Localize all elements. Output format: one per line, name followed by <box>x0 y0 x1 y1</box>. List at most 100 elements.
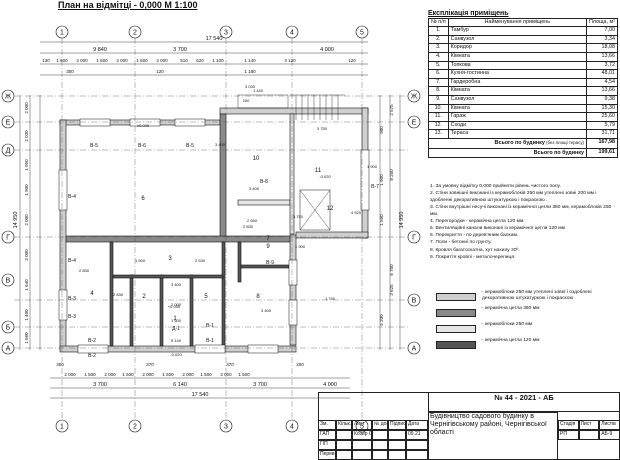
dim-right-row: 5 200 <box>379 314 384 326</box>
room-area: 5,79 <box>585 120 619 131</box>
note-item: 7. Поли - бетонні по грунту. <box>430 240 492 246</box>
axis-left-2: Д <box>6 148 11 155</box>
row-number: 4. <box>428 51 449 62</box>
axis-top-2: 2 <box>133 30 137 37</box>
room-area: 13,66 <box>585 86 619 96</box>
dim-bottom-row2: 1 500 <box>238 372 250 377</box>
dim-left-row: 1 660 <box>24 332 29 344</box>
dim-bottom-row2: 2 000 <box>104 372 116 377</box>
room-number-7: 7 <box>266 236 270 242</box>
dim-top-total: 17 540 <box>206 36 223 42</box>
window-label-2: В-5 <box>186 143 194 149</box>
legend-text: - керамічна цегла 120 мм <box>482 338 540 343</box>
stage-value: АБ-9 <box>599 430 620 440</box>
axis-top-3: 3 <box>224 30 228 37</box>
dim-misc: 1 440 <box>253 88 264 93</box>
dim-bottom-row1: 3 700 <box>93 382 107 388</box>
dim-misc: 3 400 <box>215 142 226 147</box>
total-row: Всього по будинку (без площі терасу)167,… <box>428 137 619 149</box>
axis-right-0-bubble <box>407 89 421 103</box>
window-label-9: В-1 <box>206 338 214 344</box>
stage-header: Лист <box>578 420 600 430</box>
note-item: 2. Стіни зовнішні виконані із керамоблок… <box>430 191 597 203</box>
axis-right-4-bubble <box>407 341 421 355</box>
dim-misc: 2 000 <box>171 302 182 307</box>
axis-bottom-2-bubble <box>128 419 142 433</box>
dim-misc: 3 750 <box>293 214 304 219</box>
title-block-cell <box>336 440 352 450</box>
axis-right-2: Г <box>412 235 416 242</box>
dim-left-row: 2 000 <box>24 102 29 114</box>
dim-bottom-row2: 2 000 <box>142 372 154 377</box>
col-number: № п/п <box>428 17 449 28</box>
window-label-12: В-8 <box>260 179 268 185</box>
axis-right-3: В <box>412 298 417 305</box>
room-number-10: 10 <box>253 156 260 162</box>
axis-left-4-bubble <box>1 273 15 287</box>
dim-top-row1: 4 000 <box>320 47 334 53</box>
dim-misc: 1 900 <box>295 244 306 249</box>
note-item: 3. Стіни внутрішні несучі виконані із ке… <box>430 204 612 217</box>
title-block-cell: Підпис <box>388 420 406 430</box>
total-label: Всього по будинку <box>428 147 587 159</box>
room-area: 9,38 <box>585 94 619 105</box>
dim-top-row2: 510 <box>180 58 188 63</box>
dim-right-row: 1 900 <box>379 174 384 186</box>
title-block-cell <box>336 430 352 440</box>
title-block-cell <box>388 440 406 450</box>
explication-grid: № п/п Найменування приміщень Площа, м² 1… <box>428 17 619 159</box>
axis-left-6: А <box>6 346 11 353</box>
col-name: Найменування приміщень <box>447 17 587 28</box>
room-name: Гардеробна <box>447 77 587 88</box>
dim-top-row2: 2 000 <box>116 58 128 63</box>
legend-swatch <box>436 293 476 301</box>
dim-top-row3: 1 180 <box>244 69 256 74</box>
title-block-cell: Дата <box>406 420 428 430</box>
legend-item: - керамоблоки 250 мм <box>430 322 620 338</box>
title-block-cell: Козир О. <box>352 430 372 440</box>
row-number: 13. <box>428 129 449 139</box>
title-block-cell <box>406 450 428 460</box>
dim-right-row: 8 250 <box>389 169 394 181</box>
axis-left-1: Е <box>6 120 11 127</box>
room-name: Санвузол <box>447 34 587 45</box>
title-block-cell <box>372 450 388 460</box>
title-block-cell: Лист <box>352 420 372 430</box>
dim-bottom-row1: 4 000 <box>323 382 337 388</box>
level-mark: -0.020 <box>319 174 331 179</box>
note-item: 5. Вентиляційні канали виконані із керам… <box>430 225 566 231</box>
window-label-4: В-4 <box>68 258 76 264</box>
room-area: 13,66 <box>585 51 619 62</box>
room-name: Тамбур <box>447 26 587 36</box>
dim-right-row: 1 500 <box>379 214 384 226</box>
dim-top-row2: 1 100 <box>212 58 224 63</box>
axis-left-3-bubble <box>1 230 15 244</box>
dim-top-row3: 300 <box>66 69 74 74</box>
dim-top-row1: 9 840 <box>93 47 107 53</box>
title-block-cell <box>372 440 388 450</box>
general-notes: 1. За умовну відмітку 0,000 прийняти рів… <box>430 184 620 262</box>
room-area: 3,72 <box>585 60 619 71</box>
axis-left-0-bubble <box>1 89 15 103</box>
dim-misc: 5 140 <box>171 338 182 343</box>
axis-bottom-1: 1 <box>60 424 64 431</box>
room-number-6: 6 <box>141 196 145 202</box>
room-area: 25,60 <box>585 112 619 122</box>
dim-top-row2: 1 140 <box>244 58 256 63</box>
dim-misc: 2 830 <box>79 268 90 273</box>
dim-bottom-row3: 200 <box>296 362 304 367</box>
axis-right-4: А <box>412 346 417 353</box>
axis-top-5-bubble <box>355 25 369 39</box>
dim-left-row: 1 900 <box>24 184 29 196</box>
axis-left-0: Ж <box>5 94 12 101</box>
dim-bottom-row3: 300 <box>56 362 64 367</box>
row-number: 12. <box>428 120 449 131</box>
